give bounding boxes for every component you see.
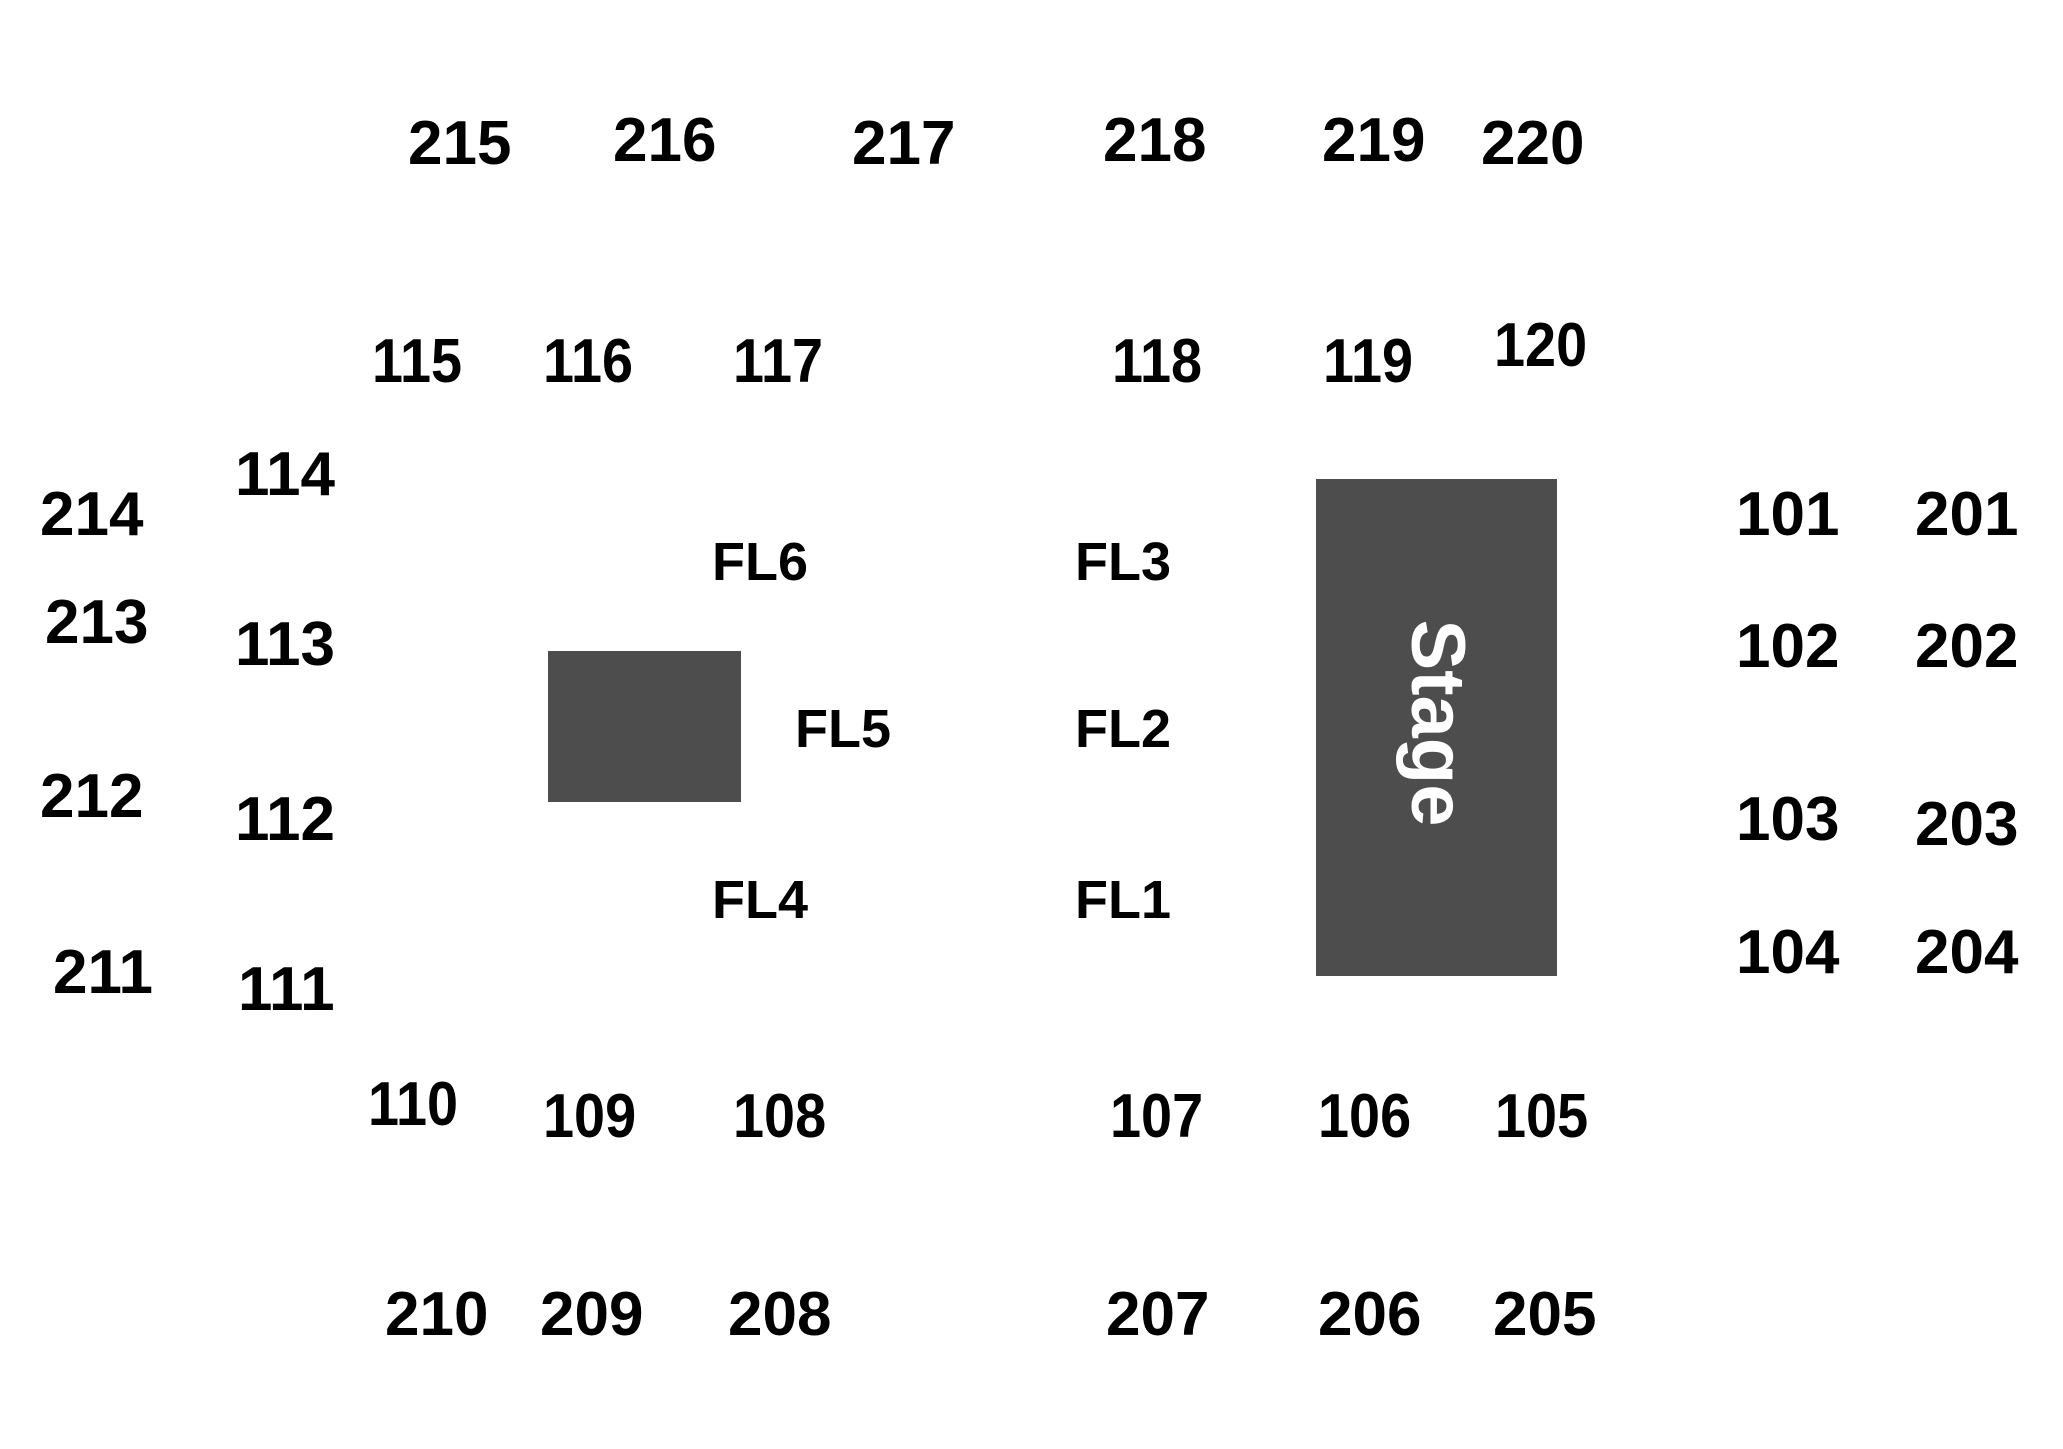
section-211[interactable]: 211 bbox=[53, 938, 154, 1007]
section-108[interactable]: 108 bbox=[733, 1082, 827, 1151]
section-112[interactable]: 112 bbox=[235, 785, 336, 854]
floor-section-fl4[interactable]: FL4 bbox=[712, 870, 809, 930]
section-106[interactable]: 106 bbox=[1318, 1082, 1412, 1151]
section-204[interactable]: 204 bbox=[1915, 918, 2019, 987]
section-212[interactable]: 212 bbox=[40, 762, 144, 831]
floor-section-fl5[interactable]: FL5 bbox=[795, 699, 892, 759]
section-218[interactable]: 218 bbox=[1103, 106, 1207, 175]
section-205[interactable]: 205 bbox=[1493, 1280, 1597, 1349]
section-120[interactable]: 120 bbox=[1494, 311, 1588, 380]
section-105[interactable]: 105 bbox=[1495, 1082, 1589, 1151]
section-109[interactable]: 109 bbox=[543, 1082, 637, 1151]
floor-section-fl3[interactable]: FL3 bbox=[1075, 532, 1172, 592]
floor-section-fl2[interactable]: FL2 bbox=[1075, 699, 1172, 759]
section-116[interactable]: 116 bbox=[543, 327, 634, 396]
stage: Stage bbox=[1316, 479, 1557, 976]
section-102[interactable]: 102 bbox=[1736, 612, 1840, 681]
section-201[interactable]: 201 bbox=[1915, 480, 2019, 549]
section-203[interactable]: 203 bbox=[1915, 790, 2019, 859]
section-117[interactable]: 117 bbox=[733, 327, 824, 396]
section-219[interactable]: 219 bbox=[1322, 106, 1426, 175]
section-215[interactable]: 215 bbox=[408, 109, 512, 178]
section-216[interactable]: 216 bbox=[613, 106, 717, 175]
stage-label: Stage bbox=[1394, 619, 1480, 826]
section-107[interactable]: 107 bbox=[1110, 1082, 1204, 1151]
section-209[interactable]: 209 bbox=[540, 1280, 644, 1349]
section-214[interactable]: 214 bbox=[40, 480, 144, 549]
section-210[interactable]: 210 bbox=[385, 1280, 489, 1349]
section-101[interactable]: 101 bbox=[1736, 480, 1840, 549]
section-217[interactable]: 217 bbox=[852, 109, 956, 178]
section-202[interactable]: 202 bbox=[1915, 612, 2019, 681]
floor-section-fl6[interactable]: FL6 bbox=[712, 532, 809, 592]
section-119[interactable]: 119 bbox=[1323, 327, 1414, 396]
section-213[interactable]: 213 bbox=[45, 588, 149, 657]
section-207[interactable]: 207 bbox=[1106, 1280, 1210, 1349]
section-208[interactable]: 208 bbox=[728, 1280, 832, 1349]
floor-section-fl1[interactable]: FL1 bbox=[1075, 870, 1172, 930]
section-206[interactable]: 206 bbox=[1318, 1280, 1422, 1349]
section-115[interactable]: 115 bbox=[372, 327, 463, 396]
section-113[interactable]: 113 bbox=[235, 610, 336, 679]
section-111[interactable]: 111 bbox=[238, 955, 335, 1024]
section-220[interactable]: 220 bbox=[1481, 109, 1585, 178]
section-118[interactable]: 118 bbox=[1112, 327, 1203, 396]
section-104[interactable]: 104 bbox=[1736, 918, 1840, 987]
production-booth-block bbox=[548, 651, 741, 802]
section-114[interactable]: 114 bbox=[235, 440, 336, 509]
section-110[interactable]: 110 bbox=[368, 1070, 459, 1139]
section-103[interactable]: 103 bbox=[1736, 785, 1840, 854]
